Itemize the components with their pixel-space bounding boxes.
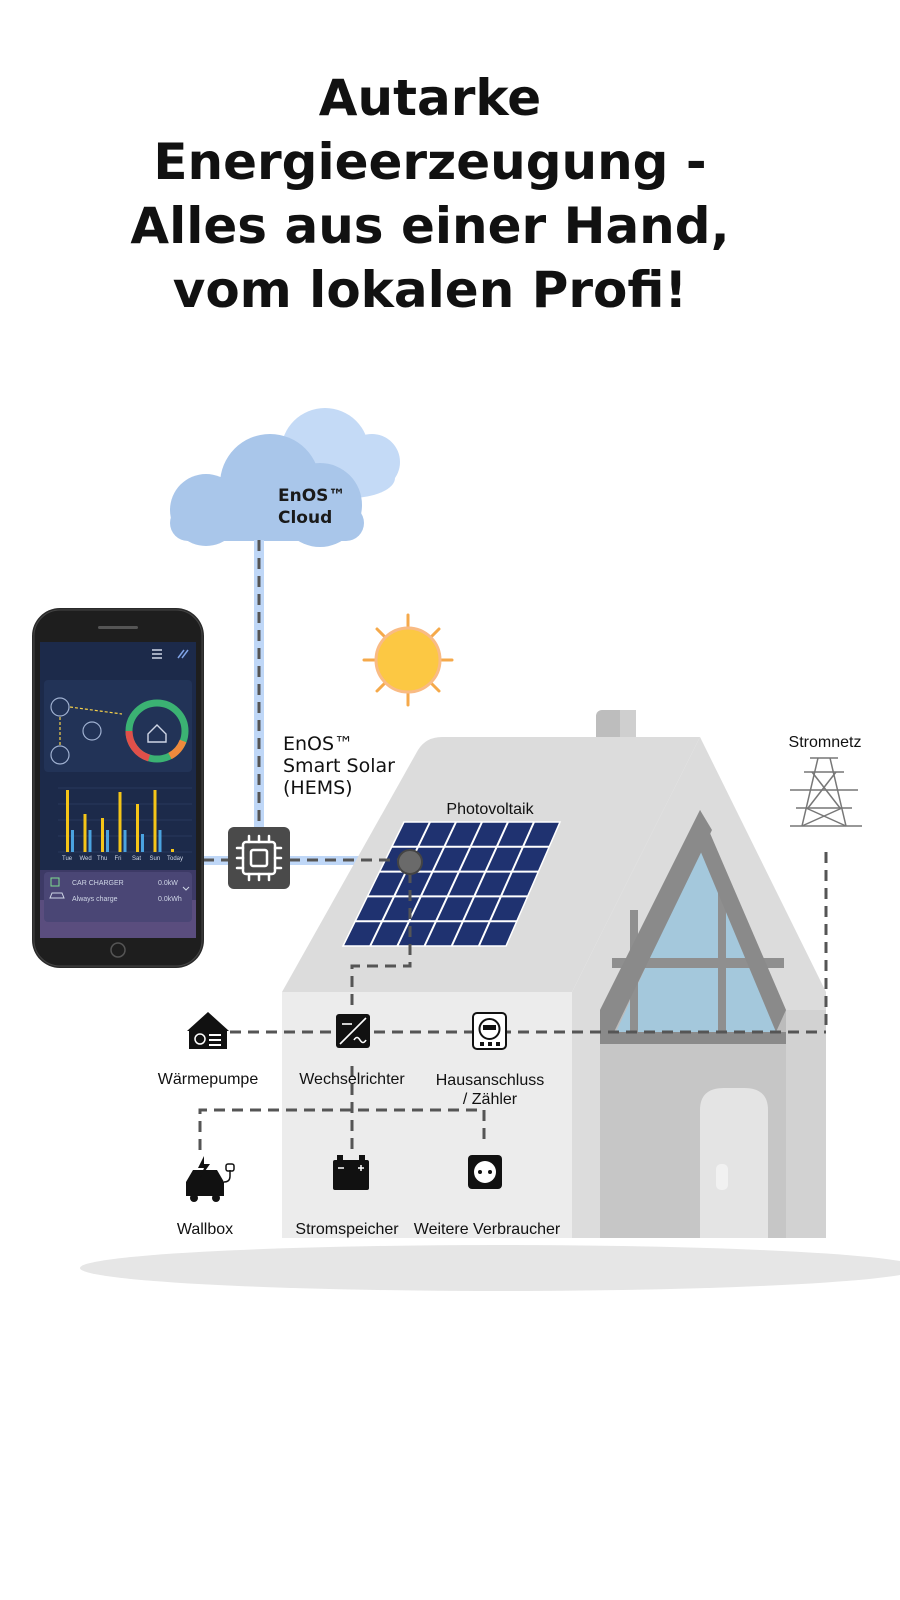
solar-grid-line — [450, 821, 509, 947]
phone-chart-bar — [106, 830, 109, 852]
phone-chart-day-label: Wed — [79, 856, 92, 862]
phone-chart-bar — [118, 792, 122, 852]
stromspeicher-label: Stromspeicher — [295, 1221, 399, 1238]
phone-chart-day-label: Thu — [97, 856, 108, 862]
home-icon — [125, 699, 189, 763]
phone-chart — [58, 787, 192, 853]
cloud-label-line-2: Cloud — [278, 508, 333, 528]
phone-chart-day-label: Sun — [149, 856, 161, 862]
cloud-label: EnOS™ Cloud — [278, 485, 345, 529]
inverter-icon — [336, 1014, 370, 1048]
phone-chart-bar — [153, 790, 157, 852]
brand-logo-icon — [177, 649, 189, 659]
phone-chart-bar — [66, 790, 69, 852]
smartphone — [32, 608, 204, 968]
socket-icon — [468, 1155, 502, 1189]
pylon-icon — [790, 757, 862, 827]
waermepumpe-label: Wärmepumpe — [157, 1071, 259, 1088]
menu-icon — [152, 649, 162, 659]
phone-chart-bar — [141, 834, 144, 852]
hausanschluss-label-line-2: / Zähler — [462, 1091, 518, 1108]
solar-grid-line — [369, 821, 431, 947]
dashed-connections — [198, 540, 828, 1150]
phone-chart-day-label: Tue — [62, 856, 73, 862]
chip-icon — [228, 827, 290, 889]
headline-line-1: Autarke — [318, 69, 542, 127]
hems-label-line-3: (HEMS) — [283, 777, 353, 799]
headline-line-2: Energieerzeugung - — [153, 133, 707, 191]
heat-pump-icon — [187, 1012, 229, 1049]
phone-chart-bar — [88, 830, 92, 852]
phone-chart-bar — [101, 818, 104, 852]
photovoltaik-label: Photovoltaik — [446, 801, 534, 818]
meter-icon — [472, 1012, 507, 1050]
wallbox-label: Wallbox — [176, 1221, 234, 1238]
phone-chart-bar — [71, 830, 74, 852]
headline-line-4: vom lokalen Profi! — [172, 261, 688, 319]
ground-shadow — [80, 1245, 900, 1291]
solar-grid-line — [423, 821, 483, 947]
phone-chart-bar — [158, 830, 162, 852]
always-charge-label[interactable]: Always charge — [72, 896, 118, 903]
hausanschluss-label: Hausanschluss / Zähler — [430, 1071, 550, 1109]
wallbox-car-icon — [186, 1156, 235, 1202]
headline-line-3: Alles aus einer Hand, — [130, 197, 730, 255]
weitere-verbraucher-label: Weitere Verbraucher — [413, 1221, 561, 1238]
power-reading: 0.0kW — [158, 880, 178, 887]
battery-icon — [333, 1155, 369, 1190]
hems-label-line-1: EnOS™ — [283, 733, 354, 755]
cloud-icon — [170, 408, 400, 547]
sun-icon — [362, 613, 454, 707]
wechselrichter-label: Wechselrichter — [299, 1071, 405, 1088]
phone-chart-day-label: Sat — [132, 856, 142, 862]
phone-chart-bar — [83, 814, 87, 852]
cloud-label-line-1: EnOS™ — [278, 486, 346, 506]
stromnetz-label: Stromnetz — [788, 734, 862, 751]
solar-grid-line — [396, 821, 457, 947]
phone-chart-bar — [123, 830, 127, 852]
phone-chart-bar — [136, 804, 139, 852]
hems-label: EnOS™ Smart Solar (HEMS) — [283, 733, 395, 799]
solar-grid-line — [477, 821, 535, 947]
hausanschluss-label-line-1: Hausanschluss — [435, 1072, 545, 1089]
phone-chart-day-label: Today — [167, 856, 184, 862]
energy-reading: 0.0kWh — [158, 896, 182, 903]
hems-label-line-2: Smart Solar — [283, 755, 395, 777]
car-charger-label: CAR CHARGER — [72, 880, 124, 887]
panel-junction — [397, 849, 423, 875]
phone-chart-day-label: Fri — [114, 856, 122, 862]
headline: Autarke Energieerzeugung - Alles aus ein… — [0, 66, 860, 322]
phone-chart-bar — [171, 849, 174, 852]
solar-panel — [341, 821, 562, 947]
